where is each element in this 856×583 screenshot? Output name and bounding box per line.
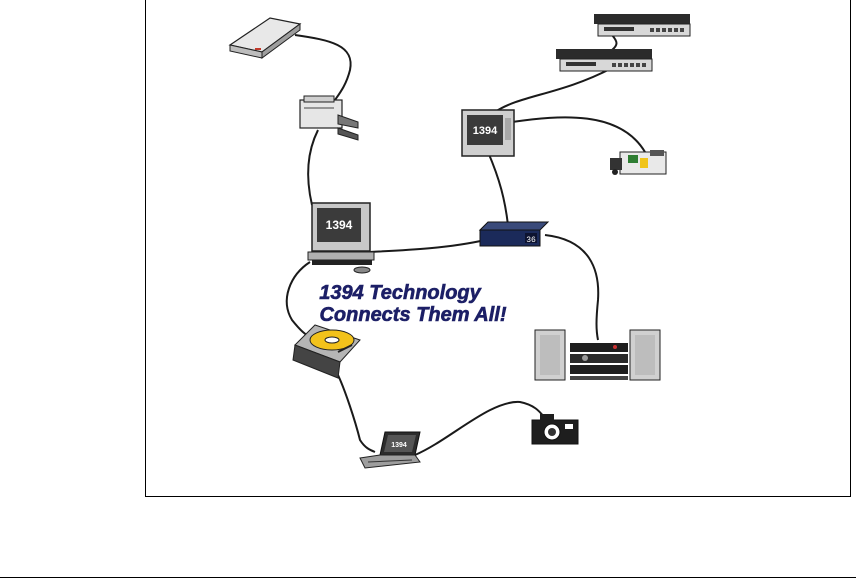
cable-laptop-camera <box>415 402 545 455</box>
cable-settop-tv <box>488 152 508 225</box>
laptop-screen-label: 1394 <box>391 442 407 449</box>
cable-computer-harddisk <box>287 262 315 340</box>
vcr-bottom-device <box>556 49 652 71</box>
cable-vcr-vcr <box>612 35 617 50</box>
settop-display: 36 <box>526 236 536 245</box>
camera-device <box>532 414 578 444</box>
tv-device: 1394 <box>462 110 514 156</box>
computer-screen-label: 1394 <box>326 218 353 232</box>
cable-tv-camcorder <box>512 117 645 152</box>
computer-device: 1394 <box>308 203 374 273</box>
cable-settop-stereo <box>545 235 598 340</box>
cable-harddisk-laptop <box>338 375 375 452</box>
vcr-top-device <box>594 14 690 36</box>
tv-screen-label: 1394 <box>473 125 498 137</box>
cable-computer-settop <box>370 240 485 252</box>
cable-tv-vcr1 <box>495 68 612 112</box>
camcorder-device <box>610 150 666 175</box>
settop-box-device: 36 <box>480 222 548 246</box>
printer-device <box>300 96 358 140</box>
headline-line1: 1394 Technology <box>319 282 481 304</box>
headline-line2: Connects Them All! <box>319 304 506 326</box>
cable-printer-computer <box>308 130 318 205</box>
scanner-device <box>230 18 300 58</box>
